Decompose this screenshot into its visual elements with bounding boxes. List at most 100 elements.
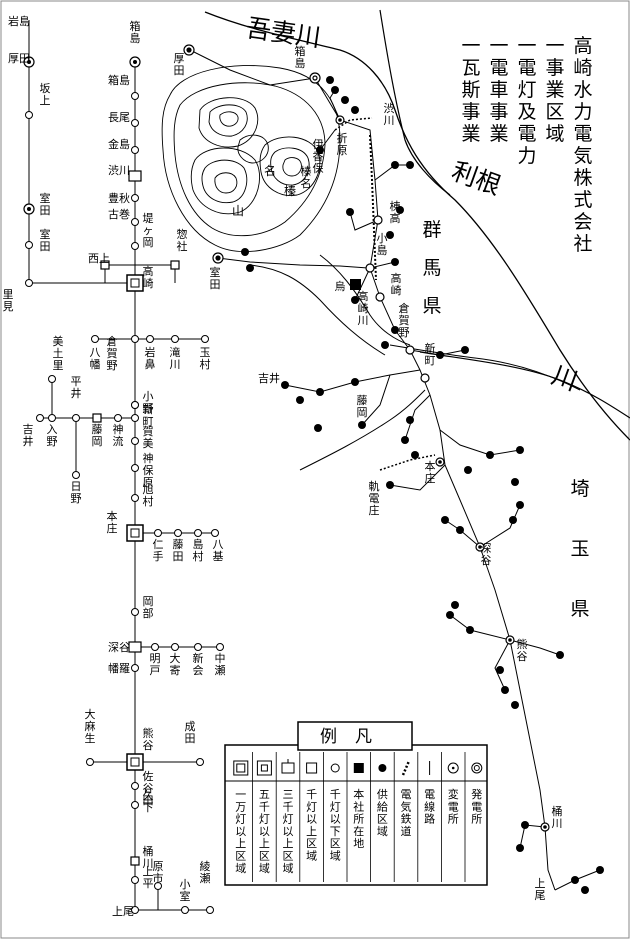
- place-kido: 軌電庄: [369, 479, 380, 517]
- legend-label-10000-lamp-area-char: 区: [235, 850, 246, 863]
- node: [131, 401, 139, 409]
- node: [131, 782, 139, 790]
- schem-trunk-8-char: 崎: [143, 276, 154, 290]
- legend-label-1000-lamp-area-char: 灯: [306, 800, 317, 813]
- schem-trunk-19-char: 熊: [143, 726, 154, 740]
- schem-satomi: 里見: [3, 288, 14, 313]
- schem-side-中瀬-char: 瀬: [215, 663, 226, 677]
- supply-dot: [466, 626, 474, 634]
- legend-label-1000-lamp-area-char: 区: [306, 837, 317, 850]
- schem-side-惣社: 惣社: [177, 227, 188, 253]
- place-honjo: 本庄: [425, 459, 436, 485]
- prefecture-gunma-char: 県: [422, 295, 441, 317]
- legend-symbol-electric-railway: [401, 760, 411, 776]
- schem-iwashima: 岩島: [8, 14, 30, 28]
- place-fujioka: 藤岡: [357, 394, 368, 419]
- power-station-node-dot: [27, 207, 31, 211]
- legend-label-under-1000-lamp-area-char: 千: [330, 788, 341, 801]
- title-line-3-char: 灯: [517, 79, 536, 101]
- schem-side-新会-char: 新: [193, 651, 204, 665]
- legend-label-power-line-char: 線: [424, 799, 435, 813]
- schem-murota-2-char: 田: [40, 240, 51, 253]
- schem-side-八基-char: 基: [213, 550, 224, 563]
- schem-side-平井: 平井: [71, 375, 82, 400]
- title-line-4-char: 車: [489, 79, 508, 101]
- title-line-3-char: 力: [517, 145, 536, 167]
- legend-label-power-station: 発電所: [471, 787, 482, 826]
- prefecture-gunma: 群馬県: [422, 219, 441, 317]
- legend-label-substation-char: 電: [448, 800, 459, 813]
- node: [131, 608, 139, 616]
- schem-trunk-14-char: 旭: [143, 482, 154, 496]
- schem-murota-1: 室田: [40, 191, 51, 217]
- legend-label-supply-area-char: 区: [377, 813, 388, 826]
- tone-river-label: 利根: [448, 156, 505, 200]
- schem-side-藤岡: 藤岡: [92, 423, 103, 448]
- place-labels: 箱島厚田渋川折原伊香保榛名棟高小島烏高崎倉賀野新町藤岡本庄軌電庄深谷熊谷桶川上尾…: [174, 44, 563, 902]
- legend-label-1000-lamp-area-char: 域: [306, 850, 317, 863]
- legend-label-power-line: 電線路: [424, 788, 435, 826]
- place-honjo-char: 本: [425, 459, 436, 473]
- title-line-2-char: 事: [545, 57, 564, 79]
- title-line-2-char: 区: [545, 101, 564, 123]
- large-area-node-inner: [130, 528, 140, 538]
- schem-side-滝川: 滝川: [170, 346, 181, 371]
- takasaki-river: [319, 254, 411, 346]
- supply-dot: [241, 248, 249, 256]
- schem-trunk-21: 久下: [143, 789, 154, 814]
- schem-trunk-11-char: 新: [143, 402, 154, 416]
- schem-trunk-9-char: 賀: [107, 347, 118, 360]
- supply-dot: [316, 146, 324, 154]
- legend-symbol-3000-lamp-area: [281, 759, 295, 774]
- prefecture-gunma-char: 群: [422, 219, 441, 241]
- schem-trunk-13-char: 神: [143, 451, 154, 465]
- schem-trunk-19-char: 谷: [143, 739, 154, 752]
- schem-trunk-11: 新町: [143, 402, 154, 428]
- legend-symbol-1000-lamp-area: [306, 762, 318, 774]
- schem-sakaue-char: 坂: [40, 82, 51, 95]
- substation-shinmachi: [420, 373, 430, 383]
- node: [131, 194, 139, 202]
- schem-trunk-10-char: 小: [143, 390, 154, 403]
- node: [36, 414, 44, 422]
- legend-label-head-office-char: 本: [353, 787, 364, 801]
- place-kumagaya: 熊谷: [517, 637, 528, 663]
- kanna-river: [299, 389, 426, 471]
- schem-side-八基: 八基: [213, 538, 224, 563]
- place-orihara-char: 折: [337, 131, 348, 145]
- legend-label-1000-lamp-area-char: 以: [306, 813, 317, 826]
- schem-side-惣社-char: 社: [177, 239, 188, 253]
- schem-trunk-24: 上尾: [112, 905, 134, 918]
- legend-label-3000-lamp-area-char: 域: [283, 862, 294, 875]
- supply-dot: [581, 886, 589, 894]
- schem-side-島村-char: 村: [193, 549, 204, 563]
- node: [25, 241, 33, 249]
- title-line-4-char: 業: [489, 123, 508, 145]
- supply-dot: [456, 526, 464, 534]
- schem-side-岩鼻: 岩鼻: [145, 345, 156, 371]
- title-line-5-char: 業: [461, 123, 480, 145]
- schem-murota-2-char: 室: [40, 227, 51, 241]
- place-fukaya: 深谷: [481, 542, 492, 567]
- place-kuragano-char: 野: [399, 326, 410, 339]
- schem-side-吉井: 吉井: [23, 423, 34, 448]
- supply-dot: [391, 258, 399, 266]
- place-kido-char: 軌: [369, 479, 380, 493]
- schem-trunk-15: 本庄: [107, 509, 118, 535]
- supply-dot: [391, 161, 399, 169]
- legend-label-substation-char: 変: [448, 787, 459, 801]
- schem-trunk-8: 高崎: [143, 264, 154, 290]
- title-line-1-char: 株: [573, 167, 592, 189]
- legend-label-3000-lamp-area-char: 三: [283, 788, 294, 801]
- schem-side-平井-char: 平: [71, 375, 82, 388]
- schem-side-仁手-char: 仁: [153, 538, 164, 551]
- schem-trunk-10-char: 野: [143, 402, 154, 415]
- node: [131, 906, 139, 914]
- mountain-char: 榛: [284, 184, 296, 198]
- schem-side-綾瀬: 綾瀬: [200, 860, 211, 885]
